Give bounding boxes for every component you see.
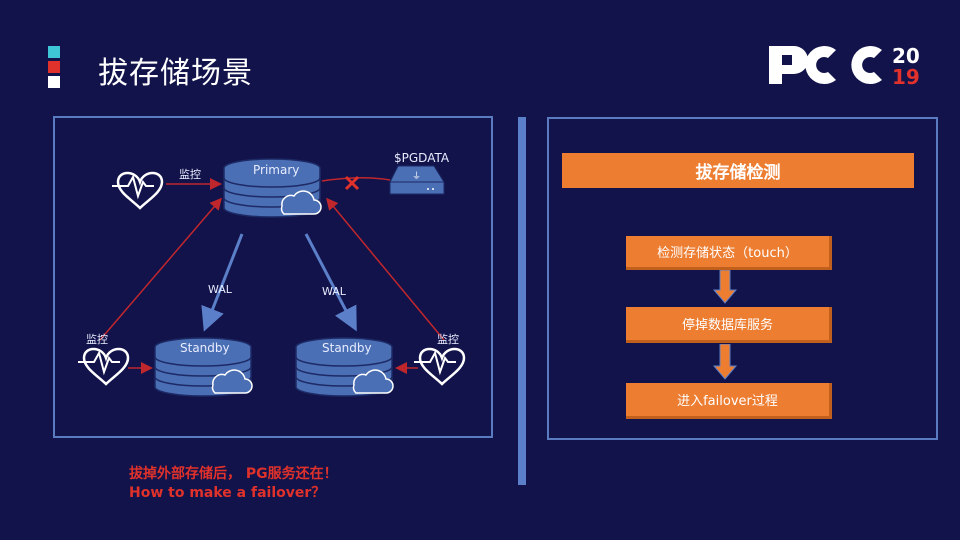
step-stop-database: 停掉数据库服务 [626,307,832,343]
monitor-label-left: 监控 [86,333,108,346]
wal-arrow-right [304,233,357,332]
standby-label-left: Standby [180,341,230,355]
heartbeat-icon-left [76,347,130,386]
wal-label-right: WAL [322,285,346,298]
caption-line-2: How to make a failover？ [129,485,326,501]
wal-label-left: WAL [208,283,232,296]
svg-text:⏚: ⏚ [412,171,421,182]
detection-panel [547,117,938,440]
monitor-label-top: 监控 [179,168,201,181]
storage-device-icon: ⏚ [389,165,445,195]
monitor-link-right [326,197,445,341]
detection-header: 拔存储检测 [562,153,914,188]
monitor-label-right: 监控 [437,333,459,346]
primary-label: Primary [253,163,300,177]
pcc-logo-graphic: 20 19 [769,44,920,89]
wal-arrow-left [201,233,244,332]
svg-text:20: 20 [892,44,920,68]
svg-text:19: 19 [892,65,920,88]
step-arrow-1 [713,270,737,304]
cluster-diagram-panel [53,116,493,438]
step-detect-storage: 检测存储状态（touch） [626,236,832,270]
caption-line-1: 拔掉外部存储后， PG服务还在！ [129,466,338,482]
deco-squares [48,46,62,90]
pcc-logo: 20 19 [766,42,926,89]
pgdata-label: $PGDATA [394,151,450,165]
cluster-diagram: ⏚ [76,158,466,397]
slide-title: 拔存储场景 [98,56,253,91]
heartbeat-icon-top [110,171,164,210]
broken-link-icon [344,175,360,191]
step-arrow-2 [713,344,737,380]
caption: 拔掉外部存储后， PG服务还在！ How to make a failover？ [129,465,338,503]
step-failover: 进入failover过程 [626,383,832,419]
divider-bar [518,117,526,485]
standby-label-right: Standby [322,341,372,355]
heartbeat-icon-right [412,347,466,386]
monitor-link-left [99,197,222,341]
